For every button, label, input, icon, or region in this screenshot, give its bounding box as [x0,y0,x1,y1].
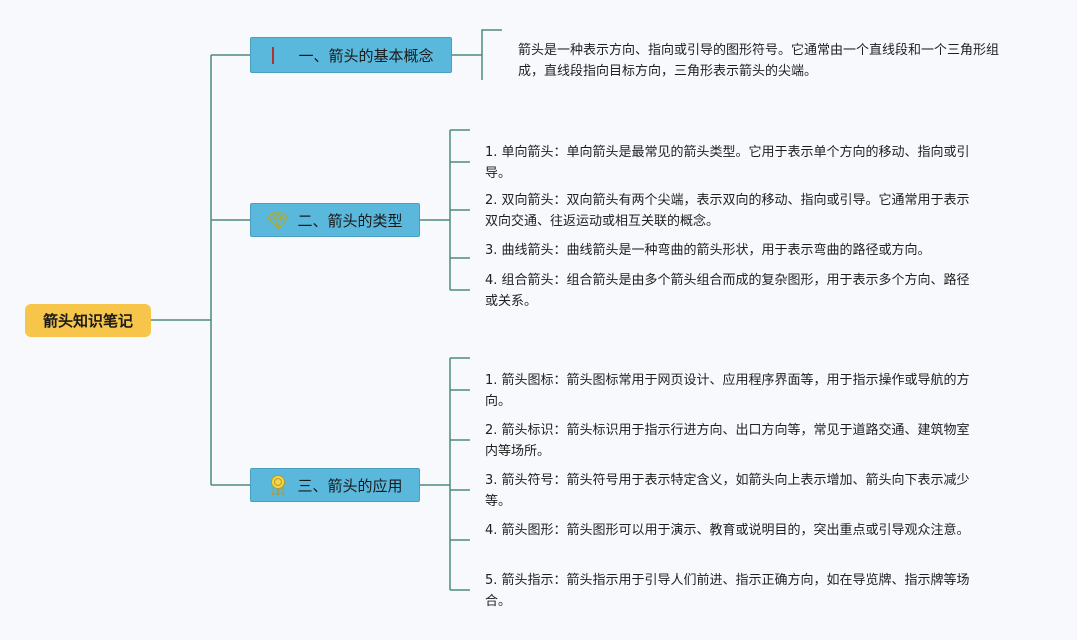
leaf-type-3: 3. 曲线箭头：曲线箭头是一种弯曲的箭头形状，用于表示弯曲的路径或方向。 [485,243,931,258]
leaf-basic-concept: 箭头是一种表示方向、指向或引导的图形符号。它通常由一个直线段和一个三角形组成，直… [518,43,1000,79]
topic-node-arrow-types[interactable]: 二、箭头的类型 [250,203,420,237]
leaf-application-4: 4. 箭头图形：箭头图形可以用于演示、教育或说明目的，突出重点或引导观众注意。 [485,523,970,538]
topic-label: 一、箭头的基本概念 [298,46,434,65]
leaf-type-1: 1. 单向箭头：单向箭头是最常见的箭头类型。它用于表示单个方向的移动、指向或引导… [485,145,970,181]
topic-node-arrow-applications[interactable]: 三、箭头的应用 [250,468,420,502]
leaf-application-3: 3. 箭头符号：箭头符号用于表示特定含义，如箭头向上表示增加、箭头向下表示减少等… [485,473,970,509]
red-flag-icon [272,47,275,64]
root-node[interactable]: 箭头知识笔记 [25,304,151,337]
topic-label: 二、箭头的类型 [297,211,403,230]
leaf-application-5: 5. 箭头指示：箭头指示用于引导人们前进、指示正确方向，如在导览牌、指示牌等场合… [485,573,970,609]
leaf-type-2: 2. 双向箭头：双向箭头有两个尖端，表示双向的移动、指向或引导。它通常用于表示双… [485,193,970,229]
leaf-application-2: 2. 箭头标识：箭头标识用于指示行进方向、出口方向等，常见于道路交通、建筑物室内… [485,423,970,459]
root-label: 箭头知识笔记 [42,312,133,330]
connector-b1-bracket [481,29,502,80]
diamond-icon [267,212,290,231]
topic-node-basic-concept[interactable]: 一、箭头的基本概念 [250,37,452,73]
award-ribbon-icon [271,475,286,496]
topic-label: 三、箭头的应用 [297,476,403,495]
leaf-type-4: 4. 组合箭头：组合箭头是由多个箭头组合而成的复杂图形，用于表示多个方向、路径或… [485,273,970,309]
leaf-application-1: 1. 箭头图标：箭头图标常用于网页设计、应用程序界面等，用于指示操作或导航的方向… [485,373,970,409]
